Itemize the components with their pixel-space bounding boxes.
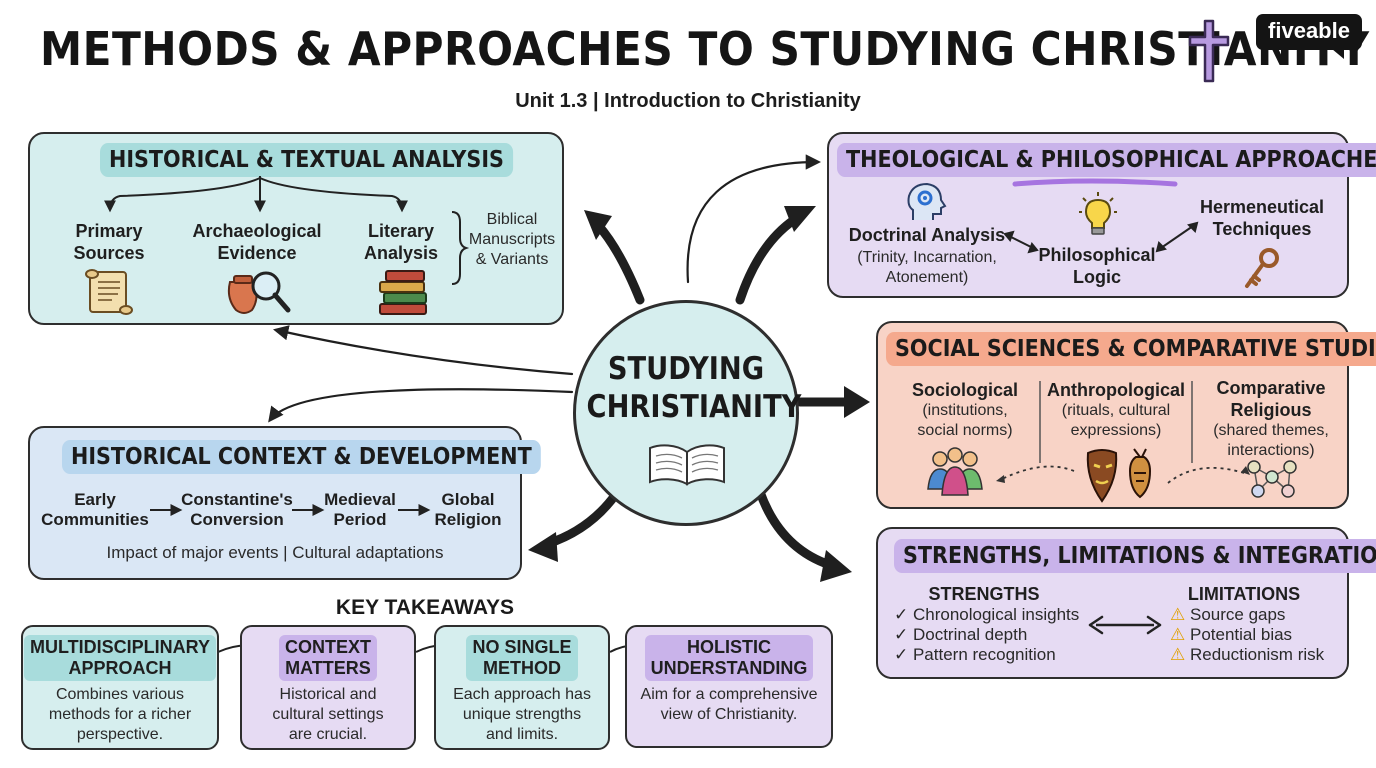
strength-item: ✓ Pattern recognition <box>894 645 1056 664</box>
double-arrow-icon <box>1088 615 1162 635</box>
comparative-detail: (shared themes, interactions) <box>1213 422 1329 459</box>
people-group-icon <box>927 447 983 496</box>
comparative-religious-label: Comparative Religious <box>1216 378 1326 420</box>
central-hub <box>573 300 799 526</box>
warning-icon: ⚠ <box>1170 645 1186 664</box>
historical-textual-panel: HISTORICAL & TEXTUAL ANALYSIS Primary So… <box>28 132 564 325</box>
literary-analysis-label: Literary Analysis <box>363 221 439 263</box>
hub-label: STUDYING CHRISTIANITY <box>586 351 802 425</box>
historical-context-panel: HISTORICAL CONTEXT & DEVELOPMENT Early C… <box>28 426 541 580</box>
timeline-step-constantine: Constantine's Conversion <box>181 490 293 529</box>
takeaway-body: Historical and cultural settings are cru… <box>272 686 384 743</box>
takeaway-body: Each approach has unique strengths and l… <box>453 686 591 743</box>
strengths-limitations-panel: STRENGTHS, LIMITATIONS & INTEGRATION STR… <box>876 527 1376 679</box>
limitation-item: ⚠ Potential bias <box>1170 625 1293 644</box>
primary-sources-label: Primary Sources <box>73 221 145 263</box>
timeline-step-early: Early Communities <box>41 490 149 529</box>
theological-philosophical-panel: THEOLOGICAL & PHILOSOPHICAL APPROACHES D… <box>827 132 1376 298</box>
scroll-icon <box>85 269 133 315</box>
lightbulb-icon <box>1079 192 1117 235</box>
timeline-step-global: Global Religion <box>434 490 502 529</box>
magnifier-pottery-icon <box>227 271 291 314</box>
timeline-arrows <box>150 504 431 516</box>
head-gear-icon <box>907 182 947 220</box>
page-subtitle: Unit 1.3 | Introduction to Christianity <box>515 90 861 112</box>
panel-title: THEOLOGICAL & PHILOSOPHICAL APPROACHES <box>837 143 1376 177</box>
cross-icon <box>1188 19 1230 83</box>
key-icon <box>1245 248 1279 288</box>
limitation-item: ⚠ Source gaps <box>1170 605 1286 624</box>
strength-item: ✓ Chronological insights <box>894 605 1080 624</box>
anthropological-detail: (rituals, cultural expressions) <box>1061 402 1171 439</box>
panel-title: SOCIAL SCIENCES & COMPARATIVE STUDIES <box>886 332 1376 366</box>
fiveable-logo: fiveable <box>1256 14 1362 59</box>
context-footer: Impact of major events | Cultural adapta… <box>106 543 444 562</box>
philosophical-logic-label: Philosophical Logic <box>1038 245 1156 287</box>
tribal-mask-icon <box>1086 448 1152 503</box>
social-dividers <box>996 381 1250 484</box>
panel-title: HISTORICAL & TEXTUAL ANALYSIS <box>100 143 513 177</box>
limitations-heading: LIMITATIONS <box>1187 584 1301 604</box>
archaeological-evidence-label: Archaeological Evidence <box>192 221 322 263</box>
strengths-heading: STRENGTHS <box>928 584 1040 604</box>
doctrinal-analysis-label: Doctrinal Analysis <box>848 225 1006 245</box>
key-takeaways-heading: KEY TAKEAWAYS <box>335 596 515 619</box>
takeaway-body: Aim for a comprehensive view of Christia… <box>640 686 818 723</box>
books-stack-icon <box>379 270 427 315</box>
social-sciences-panel: SOCIAL SCIENCES & COMPARATIVE STUDIES So… <box>876 321 1376 509</box>
biblical-manuscripts-label: Biblical Manuscripts & Variants <box>468 211 556 268</box>
limitation-item: ⚠ Reductionism risk <box>1170 645 1325 664</box>
sociological-detail: (institutions, social norms) <box>917 402 1013 439</box>
panel-title: HISTORICAL CONTEXT & DEVELOPMENT <box>62 440 541 474</box>
network-icon <box>1247 460 1297 498</box>
open-book-icon <box>649 444 725 486</box>
hermeneutical-techniques-label: Hermeneutical Techniques <box>1199 197 1325 239</box>
sociological-label: Sociological <box>911 380 1019 400</box>
takeaway-body: Combines various methods for a richer pe… <box>48 686 192 743</box>
strength-item: ✓ Doctrinal depth <box>894 625 1028 644</box>
doctrinal-detail: (Trinity, Incarnation, Atonement) <box>857 249 997 286</box>
anthropological-label: Anthropological <box>1047 380 1185 400</box>
warning-icon: ⚠ <box>1170 605 1186 624</box>
branch-lines <box>104 176 470 285</box>
panel-title: STRENGTHS, LIMITATIONS & INTEGRATION <box>894 539 1376 573</box>
theology-connectors <box>1003 178 1199 254</box>
warning-icon: ⚠ <box>1170 625 1186 644</box>
timeline-step-medieval: Medieval Period <box>324 490 396 529</box>
